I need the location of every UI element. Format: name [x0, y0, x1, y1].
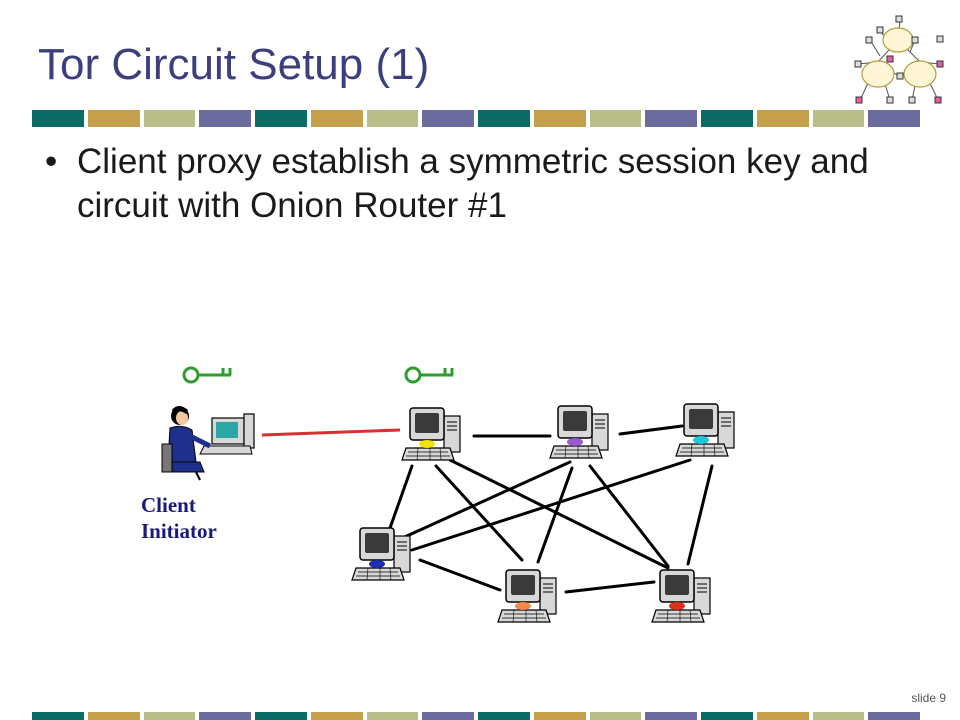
- stripe-segment: [478, 110, 530, 127]
- stripe-segment: [589, 712, 642, 720]
- computer-icon: [351, 527, 411, 581]
- stripe-segment: [310, 110, 363, 127]
- stripe-segment: [143, 712, 196, 720]
- client-initiator-label: Client Initiator: [141, 492, 217, 544]
- stripe-segment: [143, 110, 196, 127]
- woman-at-computer-icon: [161, 406, 255, 481]
- stripe-segment: [366, 110, 419, 127]
- stripe-segment: [310, 712, 363, 720]
- slide-number: slide 9: [911, 691, 946, 705]
- bullet-text: Client proxy establish a symmetric sessi…: [77, 142, 869, 225]
- stripe-segment: [199, 712, 251, 720]
- key-icon: [404, 366, 455, 384]
- bullet-marker: •: [45, 142, 58, 181]
- stripe-segment: [589, 110, 642, 127]
- stripe-segment: [645, 110, 697, 127]
- bullet-item: • Client proxy establish a symmetric ses…: [45, 140, 905, 228]
- stripe-segment: [422, 712, 474, 720]
- stripe-segment: [533, 110, 586, 127]
- stripe-segment: [756, 712, 809, 720]
- decorative-stripe-top: [32, 110, 920, 127]
- stripe-segment: [478, 712, 530, 720]
- stripe-segment: [255, 712, 307, 720]
- stripe-segment: [87, 712, 140, 720]
- stripe-segment: [701, 110, 753, 127]
- stripe-segment: [87, 110, 140, 127]
- stripe-segment: [199, 110, 251, 127]
- stripe-segment: [868, 712, 920, 720]
- stripe-segment: [645, 712, 697, 720]
- router-links: [388, 424, 714, 594]
- computer-icon: [549, 405, 609, 459]
- stripe-segment: [756, 110, 809, 127]
- computer-icon: [651, 569, 711, 623]
- client-label-line2: Initiator: [141, 519, 217, 543]
- stripe-segment: [533, 712, 586, 720]
- computer-icon: [675, 403, 735, 457]
- client-label-line1: Client: [141, 493, 196, 517]
- stripe-segment: [868, 110, 920, 127]
- computer-icon: [401, 407, 461, 461]
- key-icon: [182, 366, 233, 384]
- stripe-segment: [32, 110, 84, 127]
- stripe-segment: [701, 712, 753, 720]
- slide-title: Tor Circuit Setup (1): [38, 40, 430, 89]
- decorative-stripe-bottom: [32, 712, 920, 720]
- bullet-list: • Client proxy establish a symmetric ses…: [45, 140, 905, 228]
- stripe-segment: [812, 110, 865, 127]
- stripe-segment: [366, 712, 419, 720]
- stripe-segment: [812, 712, 865, 720]
- stripe-segment: [32, 712, 84, 720]
- client-link: [261, 428, 401, 437]
- stripe-segment: [422, 110, 474, 127]
- stripe-segment: [255, 110, 307, 127]
- computer-icon: [497, 569, 557, 623]
